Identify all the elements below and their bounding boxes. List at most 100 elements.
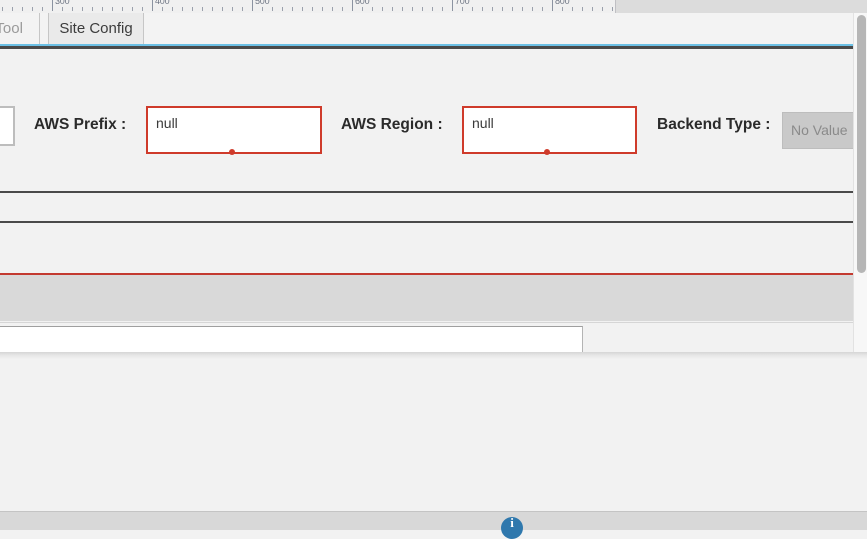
ruler-tick-minor (212, 7, 213, 11)
aws-region-label: AWS Region : (341, 116, 443, 133)
ruler-tick-minor (72, 7, 73, 11)
tab-strip: y Tool Site Config (0, 13, 867, 46)
ruler-tick-minor (482, 7, 483, 11)
ruler-tick-label: 700 (455, 0, 470, 6)
ruler-tick-minor (402, 7, 403, 11)
ruler-tick-minor (582, 7, 583, 11)
ruler-tick-minor (502, 7, 503, 11)
ruler-tick-minor (142, 7, 143, 11)
ruler-tick-minor (22, 7, 23, 11)
ruler-tick-minor (122, 7, 123, 11)
aws-region-input[interactable]: null (462, 106, 637, 154)
ruler-tick-minor (42, 7, 43, 11)
ruler-tick-minor (222, 7, 223, 11)
ruler-tick-major (252, 0, 253, 11)
ruler-tick-minor (102, 7, 103, 11)
ruler-tick-minor (272, 7, 273, 11)
tab-survey-tool[interactable]: y Tool (0, 13, 40, 44)
panel-shadow (0, 352, 867, 359)
ruler-tick-minor (92, 7, 93, 11)
ruler-tick-minor (82, 7, 83, 11)
ruler-tick-label: 500 (255, 0, 270, 6)
ruler-tick-minor (202, 7, 203, 11)
tab-site-config-label: Site Config (59, 20, 133, 37)
ruler-tick-minor (442, 7, 443, 11)
ruler-tick-minor (32, 7, 33, 11)
aws-prefix-input[interactable]: null (146, 106, 322, 154)
ruler-tick-major (52, 0, 53, 11)
ruler-tick-minor (112, 7, 113, 11)
info-icon-glyph: i (510, 515, 514, 530)
ruler-tick-minor (242, 7, 243, 11)
ruler-tick-minor (2, 7, 3, 11)
wide-text-input[interactable] (0, 326, 583, 352)
search-band (0, 275, 867, 321)
ruler-tick-minor (612, 7, 613, 11)
aws-prefix-label: AWS Prefix : (34, 116, 127, 133)
ruler-tick-minor (62, 7, 63, 11)
ruler-tick-label: 600 (355, 0, 370, 6)
ruler-tick-minor (602, 7, 603, 11)
ruler-tick-label: 300 (55, 0, 70, 6)
config-panel: AWS Prefix : null AWS Region : null Back… (0, 46, 867, 352)
ruler-tick-minor (192, 7, 193, 11)
cutoff-left-field[interactable] (0, 106, 15, 146)
aws-region-required-dot (544, 149, 550, 155)
divider-line-2 (0, 221, 867, 223)
ruler-tick-minor (462, 7, 463, 11)
ruler-tick-minor (592, 7, 593, 11)
divider-line-red (0, 273, 867, 275)
ruler-tick-minor (412, 7, 413, 11)
backend-type-select[interactable]: No Value (782, 112, 867, 149)
ruler-tick-minor (342, 7, 343, 11)
ruler-tick-minor (432, 7, 433, 11)
ruler-tick-minor (362, 7, 363, 11)
ruler-tick-major (352, 0, 353, 11)
divider-line-1 (0, 191, 867, 193)
ruler-tick-minor (522, 7, 523, 11)
horizontal-ruler: 300 400 500 600 700 800 (0, 0, 867, 14)
vertical-scrollbar-thumb[interactable] (857, 15, 866, 273)
ruler-tick-minor (232, 7, 233, 11)
lower-area: i (0, 352, 867, 539)
ruler-tick-minor (262, 7, 263, 11)
ruler-tick-minor (332, 7, 333, 11)
aws-prefix-required-dot (229, 149, 235, 155)
info-icon[interactable]: i (501, 515, 523, 539)
vertical-scrollbar[interactable] (853, 13, 867, 352)
ruler-tick-minor (162, 7, 163, 11)
ruler-tick-minor (12, 7, 13, 11)
ruler-tick-major (552, 0, 553, 11)
ruler-tick-minor (312, 7, 313, 11)
ruler-tick-minor (132, 7, 133, 11)
ruler-tick-label: 800 (555, 0, 570, 6)
backend-type-label: Backend Type : (657, 116, 771, 133)
ruler-tick-minor (172, 7, 173, 11)
ruler-tick-minor (292, 7, 293, 11)
ruler-tick-minor (382, 7, 383, 11)
ruler-tick-minor (302, 7, 303, 11)
ruler-inactive-region (615, 0, 867, 13)
ruler-tick-minor (532, 7, 533, 11)
ruler-tick-minor (322, 7, 323, 11)
ruler-tick-major (452, 0, 453, 11)
ruler-tick-minor (472, 7, 473, 11)
config-form-row: AWS Prefix : null AWS Region : null Back… (0, 96, 867, 155)
tab-survey-tool-label: y Tool (0, 20, 23, 37)
ruler-tick-minor (372, 7, 373, 11)
divider-line-thin (0, 322, 867, 323)
ruler-tick-label: 400 (155, 0, 170, 6)
ruler-tick-minor (512, 7, 513, 11)
ruler-tick-major (152, 0, 153, 11)
ruler-active-region (0, 0, 615, 13)
bottom-status-bar: i (0, 511, 867, 539)
tab-strip-filler (145, 13, 867, 44)
ruler-tick-minor (392, 7, 393, 11)
ruler-tick-minor (572, 7, 573, 11)
tab-site-config[interactable]: Site Config (48, 13, 144, 44)
ruler-tick-minor (182, 7, 183, 11)
ruler-tick-minor (282, 7, 283, 11)
ruler-tick-minor (542, 7, 543, 11)
ruler-tick-minor (422, 7, 423, 11)
ruler-tick-minor (492, 7, 493, 11)
